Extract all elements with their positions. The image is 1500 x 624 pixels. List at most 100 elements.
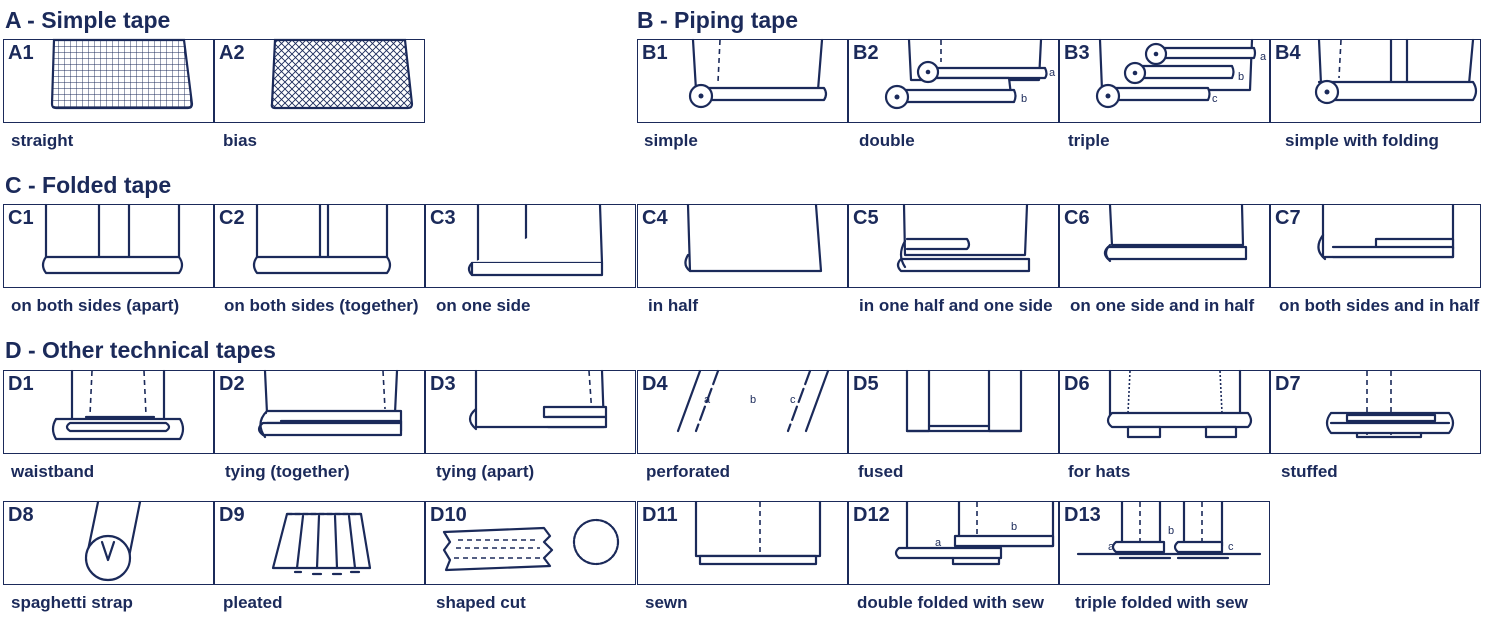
tape-code: C1 — [8, 207, 34, 229]
spaghetti-strap-illustration — [84, 500, 142, 582]
double-folded-with-sew-illustration: a b — [894, 500, 1055, 566]
tape-cell-d7: D7 — [1270, 370, 1481, 454]
tape-code: D10 — [430, 504, 467, 526]
bias-tape-illustration — [270, 38, 414, 110]
tape-code: D6 — [1064, 373, 1090, 395]
tape-code: D12 — [853, 504, 890, 526]
stuffed-illustration — [1325, 371, 1455, 439]
pleated-illustration — [271, 512, 372, 576]
tape-code: D7 — [1275, 373, 1301, 395]
mark-a: a — [1108, 541, 1115, 553]
tape-code: D4 — [642, 373, 668, 395]
tape-cell-d3: D3 — [425, 369, 636, 454]
section-title-folded-tape: C - Folded tape — [5, 172, 172, 198]
straight-tape-illustration — [50, 38, 194, 110]
tape-label-on-one-side-and-in-half: on one side and in half — [1070, 296, 1255, 315]
tape-code: B3 — [1064, 42, 1090, 64]
mark-b: b — [1011, 521, 1017, 533]
tape-label-in-half: in half — [648, 296, 699, 315]
mark-b: b — [750, 394, 756, 406]
tape-code: D1 — [8, 373, 34, 395]
tape-cell-b1: B1 — [637, 38, 848, 123]
tape-cell-b3: a b c B3 — [1059, 38, 1270, 123]
tape-code: A1 — [8, 42, 34, 64]
mark-c: c — [790, 394, 796, 406]
tape-code: D5 — [853, 373, 879, 395]
tape-code: D11 — [642, 504, 678, 526]
folded-in-half-illustration — [684, 203, 823, 273]
tape-cell-b2: a b B2 — [848, 38, 1059, 123]
tape-cell-c4: C4 — [637, 203, 848, 288]
perforated-illustration: a b c — [676, 369, 830, 433]
tape-label-in-one-half-and-one-side: in one half and one side — [859, 296, 1053, 315]
tape-cell-c7: C7 — [1270, 203, 1481, 288]
folded-one-half-one-side-illustration — [896, 203, 1031, 273]
tape-cell-d8: D8 — [3, 500, 214, 585]
mark-c: c — [1228, 541, 1234, 553]
tape-cell-d6: D6 — [1059, 369, 1270, 454]
simple-with-folding-illustration — [1314, 38, 1478, 105]
tape-label-shaped-cut: shaped cut — [436, 593, 526, 612]
tape-cell-c1: C1 — [3, 203, 214, 288]
tape-cell-d11: D11 — [637, 500, 848, 585]
tape-label-double: double — [859, 131, 915, 150]
tape-label-double-folded-with-sew: double folded with sew — [857, 593, 1044, 612]
tape-code: C3 — [430, 207, 456, 229]
tape-code: C5 — [853, 207, 879, 229]
tying-together-illustration — [257, 369, 403, 439]
tape-code: A2 — [219, 42, 245, 64]
section-title-other-technical-tapes: D - Other technical tapes — [5, 337, 276, 363]
tape-label-simple-with-folding: simple with folding — [1285, 131, 1439, 150]
tape-label-triple-folded-with-sew: triple folded with sew — [1075, 593, 1248, 612]
section-title-piping-tape: B - Piping tape — [637, 7, 798, 33]
triple-folded-with-sew-illustration: a b c — [1076, 500, 1262, 560]
mark-b: b — [1021, 93, 1027, 105]
tape-cell-c6: C6 — [1059, 203, 1270, 288]
tape-label-fused: fused — [858, 462, 904, 481]
tape-label-triple: triple — [1068, 131, 1110, 150]
triple-piping-illustration: a b c — [1095, 38, 1267, 109]
tape-label-perforated: perforated — [646, 462, 731, 481]
tape-cell-a2: A2 — [214, 38, 425, 123]
mark-a: a — [704, 394, 711, 406]
tape-code: D13 — [1064, 504, 1101, 526]
tape-code: B4 — [1275, 42, 1301, 64]
mark-b: b — [1168, 525, 1174, 537]
tape-label-spaghetti-strap: spaghetti strap — [11, 593, 133, 612]
tape-cell-d2: D2 — [214, 369, 425, 454]
tape-label-stuffed: stuffed — [1281, 462, 1338, 481]
tape-cell-d13: a b c D13 — [1059, 500, 1270, 585]
section-title-simple-tape: A - Simple tape — [5, 7, 171, 33]
tape-label-on-both-sides-and-in-half: on both sides and in half — [1279, 296, 1480, 315]
tape-label-straight: straight — [11, 131, 74, 150]
mark-a: a — [1260, 51, 1267, 63]
tape-code: C6 — [1064, 207, 1090, 229]
tape-cell-c2: C2 — [214, 203, 425, 288]
tape-label-bias: bias — [223, 131, 258, 150]
tape-code: B1 — [642, 42, 668, 64]
simple-piping-illustration — [688, 38, 828, 109]
tape-label-for-hats: for hats — [1068, 462, 1131, 481]
mark-a: a — [1049, 67, 1056, 79]
tape-cell-a1: A1 — [3, 38, 214, 123]
folded-both-sides-and-half-illustration — [1317, 203, 1455, 261]
tape-cell-d1: D1 — [3, 369, 214, 454]
tape-cell-b4: B4 — [1270, 38, 1481, 123]
tape-cell-c5: C5 — [848, 203, 1059, 288]
tape-label-on-both-sides-apart: on both sides (apart) — [11, 296, 180, 315]
tape-label-tying-apart: tying (apart) — [436, 462, 535, 481]
mark-b: b — [1238, 71, 1244, 83]
tape-label-waistband: waistband — [11, 462, 95, 481]
tape-cell-d5: D5 — [848, 369, 1059, 454]
tape-label-sewn: sewn — [645, 593, 688, 612]
tape-cell-d10: D10 — [425, 501, 636, 585]
tape-cell-c3: C3 — [425, 203, 636, 288]
tape-cell-d12: a b D12 — [848, 500, 1059, 585]
folded-one-side-and-half-illustration — [1103, 203, 1248, 263]
tape-label-pleated: pleated — [223, 593, 283, 612]
tape-code: C2 — [219, 207, 245, 229]
mark-a: a — [935, 537, 942, 549]
sewn-illustration — [694, 500, 822, 566]
tape-code: D9 — [219, 504, 245, 526]
tape-code: D2 — [219, 373, 245, 395]
